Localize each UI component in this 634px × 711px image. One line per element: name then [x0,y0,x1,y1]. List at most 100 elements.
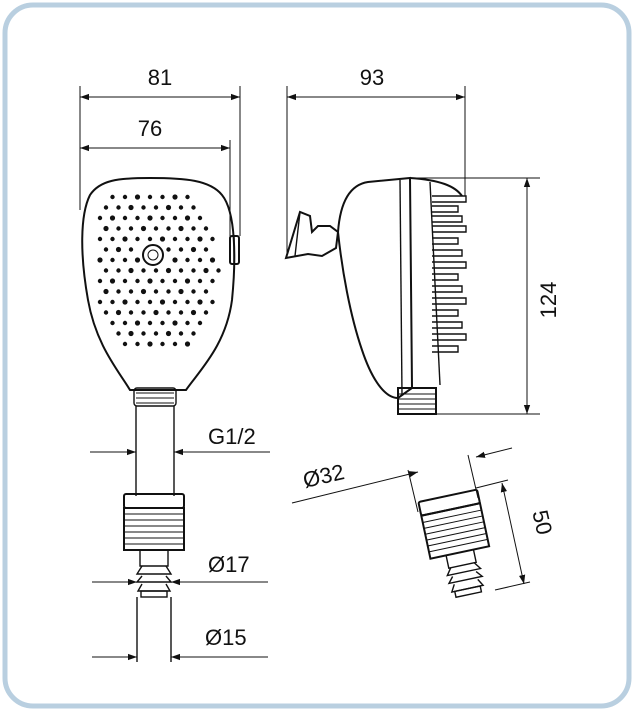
nozzle-dot [178,205,184,210]
nozzle-dot [122,278,128,284]
nozzle-dot [185,194,190,200]
nozzle-dot [103,288,109,295]
nozzle-dot [178,268,184,273]
dimension-dia15: Ø15 [92,625,268,661]
dimension-81: 81 [79,65,241,236]
dimension-50: 50 [475,479,557,591]
nozzle-dot [160,215,165,221]
nozzle-dot [197,257,203,263]
nozzle-dot [128,204,134,211]
nozzle-dot [185,320,190,326]
nozzle-dot [147,278,153,284]
nozzle-dot [147,320,153,326]
nozzle-dot [116,205,121,210]
nozzle-dot [203,267,209,274]
nozzle-fingers [432,195,467,353]
nozzle-finger [432,297,467,305]
nozzle-dot [191,289,196,294]
nozzle-dot [122,257,128,263]
nozzle-dot [159,236,166,242]
nozzle-dot [128,289,134,294]
side-view-shower-head [284,176,467,415]
nozzle-dot [191,205,196,210]
nozzle-dot [140,225,147,232]
nozzle-dot [165,330,172,337]
nozzle-dot [116,226,121,231]
dim-93-label: 93 [360,65,384,90]
nozzle-dot [209,257,216,263]
nozzle-dot [165,204,172,211]
nozzle-array [97,194,221,347]
nozzle-dot [115,246,122,253]
nozzle-finger [432,225,467,233]
nozzle-dot [166,289,171,294]
dia17-label: Ø17 [208,552,250,577]
nozzle-dot [191,268,196,273]
nozzle-dot [153,268,159,273]
nozzle-dot [216,268,221,273]
nozzle-dot [141,331,146,336]
dia15-label: Ø15 [205,625,247,650]
nozzle-dot [210,236,215,242]
nozzle-dot [97,215,103,221]
nozzle-dot [166,310,171,315]
dimension-76: 76 [80,116,231,236]
nozzle-dot [197,236,203,242]
nozzle-dot [135,299,140,305]
nozzle-dot [122,320,128,326]
nozzle-dot [128,267,134,274]
nozzle-dot [185,236,190,242]
nozzle-dot [172,341,178,347]
dimension-thread: G1/2 [90,424,270,456]
nozzle-dot [166,247,171,252]
nozzle-dot [103,310,109,315]
nozzle-finger [432,195,467,203]
nozzle-dot [184,278,191,284]
nozzle-dot [141,268,146,273]
nozzle-dot [159,299,166,305]
nozzle-dot [135,278,140,284]
nozzle-dot [110,194,115,200]
nozzle-dot [116,289,121,294]
dim-50-label: 50 [527,508,557,537]
nozzle-dot [122,194,128,200]
nozzle-dot [184,215,191,221]
nozzle-finger [432,249,463,257]
nozzle-dot [178,288,184,295]
nozzle-dot [184,341,191,347]
nozzle-finger [432,333,467,341]
nozzle-dot [103,268,109,273]
connector-detail [417,488,491,599]
nozzle-dot [109,278,116,284]
nozzle-dot [172,194,178,200]
nozzle-dot [116,331,121,336]
nozzle-dot [203,226,209,231]
dimension-124: 124 [412,177,561,415]
nozzle-dot [128,330,134,337]
dim-124-label: 124 [536,282,561,319]
thread-label: G1/2 [208,424,256,449]
nozzle-dot [141,310,146,315]
nozzle-dot [128,310,134,315]
nozzle-dot [197,278,203,284]
nozzle-dot [185,299,190,305]
nozzle-dot [153,226,159,231]
nozzle-dot [172,320,178,326]
nozzle-dot [197,320,203,326]
nozzle-dot [103,225,109,232]
nozzle-dot [203,310,209,315]
nozzle-dot [178,225,184,232]
nozzle-dot [110,320,115,326]
nozzle-finger [432,205,459,213]
nozzle-finger [432,215,463,223]
nozzle-dot [103,247,109,252]
nozzle-dot [190,246,197,253]
nozzle-dot [203,289,209,294]
dim-76-label: 76 [138,116,162,141]
nozzle-dot [153,289,159,294]
nozzle-dot [197,299,203,305]
nozzle-dot [147,215,153,221]
nozzle-dot [110,299,115,305]
